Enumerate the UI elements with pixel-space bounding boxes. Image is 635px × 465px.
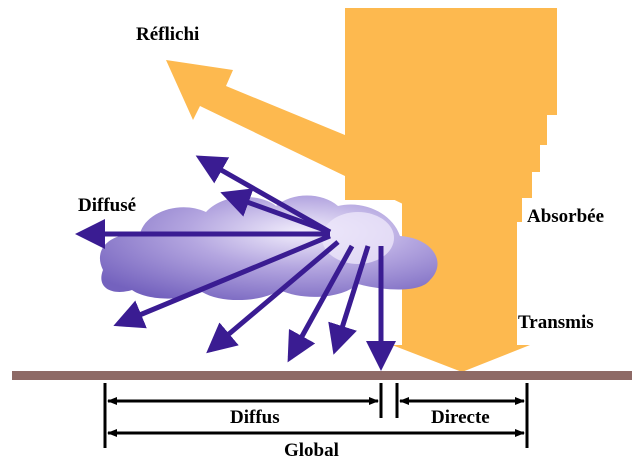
scattered-ray-upper-left: [220, 188, 331, 235]
label-diffuse-component: Diffus: [230, 407, 280, 428]
scattered-ray-down-steep: [328, 245, 371, 355]
scattered-rays: [75, 155, 396, 371]
scattered-ray-up-left: [195, 155, 332, 235]
label-absorbed: Absorbée: [527, 206, 604, 227]
cloud: [99, 195, 438, 301]
label-reflected: Réflichi: [136, 24, 199, 45]
scattered-ray-lower-left: [113, 233, 331, 329]
ground-line: [12, 371, 632, 380]
label-direct-component: Directe: [431, 407, 490, 428]
label-diffused: Diffusé: [78, 195, 136, 216]
label-global: Global: [284, 440, 339, 461]
scattered-ray-down: [287, 244, 355, 363]
incoming-sunlight-beam: [345, 8, 557, 372]
dimension-lines: [103, 383, 529, 448]
scattered-ray-down-left: [206, 240, 340, 354]
label-transmitted: Transmis: [518, 312, 594, 333]
